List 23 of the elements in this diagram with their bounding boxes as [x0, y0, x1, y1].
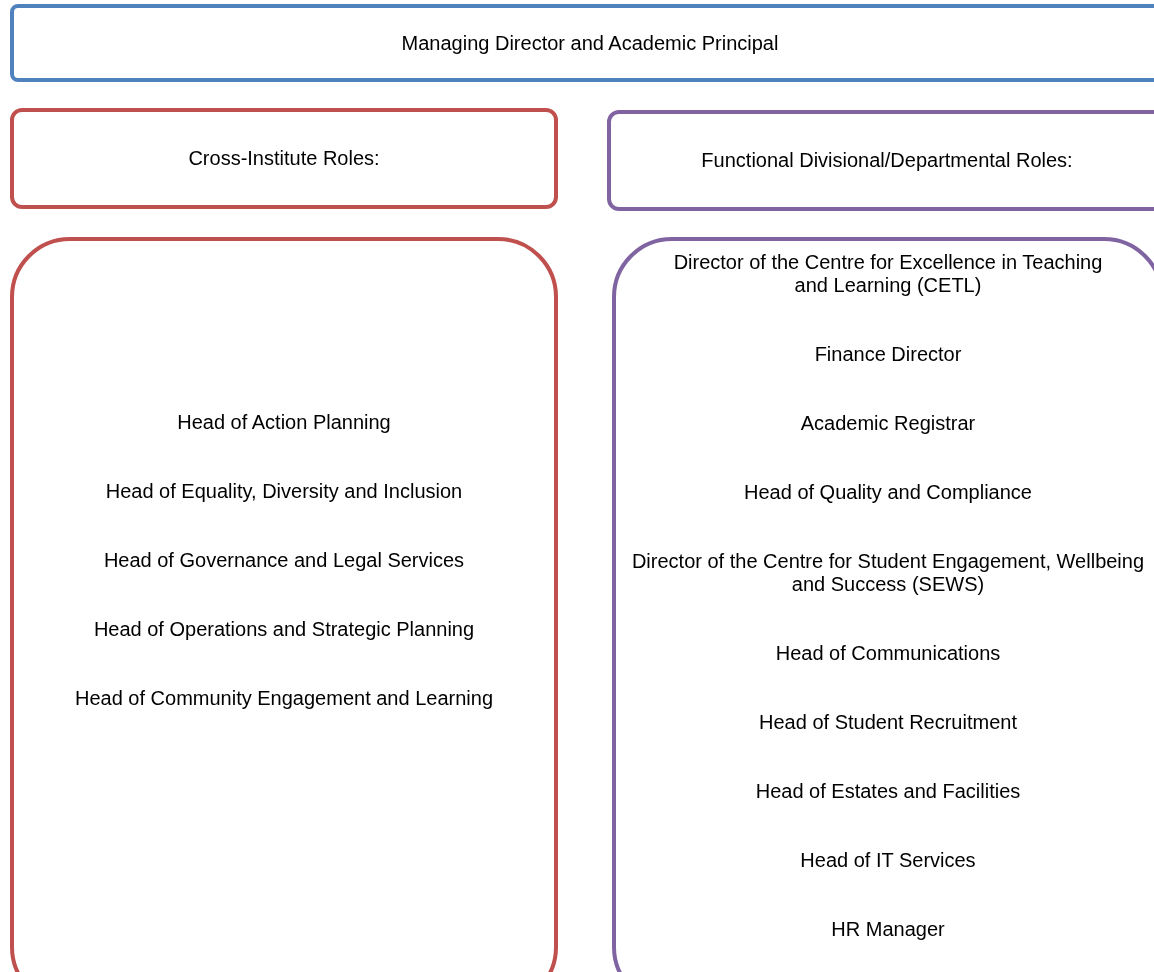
role-title: Director of the Centre for Student Engagement, Wellbeing and Success (SEWS) — [630, 550, 1146, 596]
role-title: Head of Action Planning — [177, 411, 391, 434]
role-title: Finance Director — [814, 343, 962, 366]
role-title: Head of Equality, Diversity and Inclusion — [105, 480, 463, 503]
heading-text: Functional Divisional/Departmental Roles: — [701, 149, 1073, 172]
role-title: Academic Registrar — [800, 412, 976, 435]
heading-text: Managing Director and Academic Principal — [401, 31, 779, 55]
role-title: Head of Estates and Facilities — [755, 780, 1021, 803]
role-list-panel — [612, 237, 1154, 972]
role-title: Head of Governance and Legal Services — [103, 549, 465, 572]
role-title: Head of IT Services — [800, 849, 976, 872]
header-box — [10, 4, 1154, 82]
role-title: Head of Quality and Compliance — [744, 481, 1032, 504]
role-title: Head of Student Recruitment — [759, 711, 1017, 734]
group-heading-box — [10, 108, 558, 209]
role-list-panel — [10, 237, 558, 972]
role-title: Head of Community Engagement and Learning — [74, 687, 493, 710]
role-title: Head of Communications — [775, 642, 1001, 665]
role-title: Director of the Centre for Excellence in Teaching and Learning (CETL) — [672, 251, 1104, 297]
role-title: HR Manager — [831, 918, 945, 941]
heading-text: Cross-Institute Roles: — [188, 147, 380, 170]
role-title: Head of Operations and Strategic Planning — [93, 618, 475, 641]
group-heading-box — [607, 110, 1154, 211]
